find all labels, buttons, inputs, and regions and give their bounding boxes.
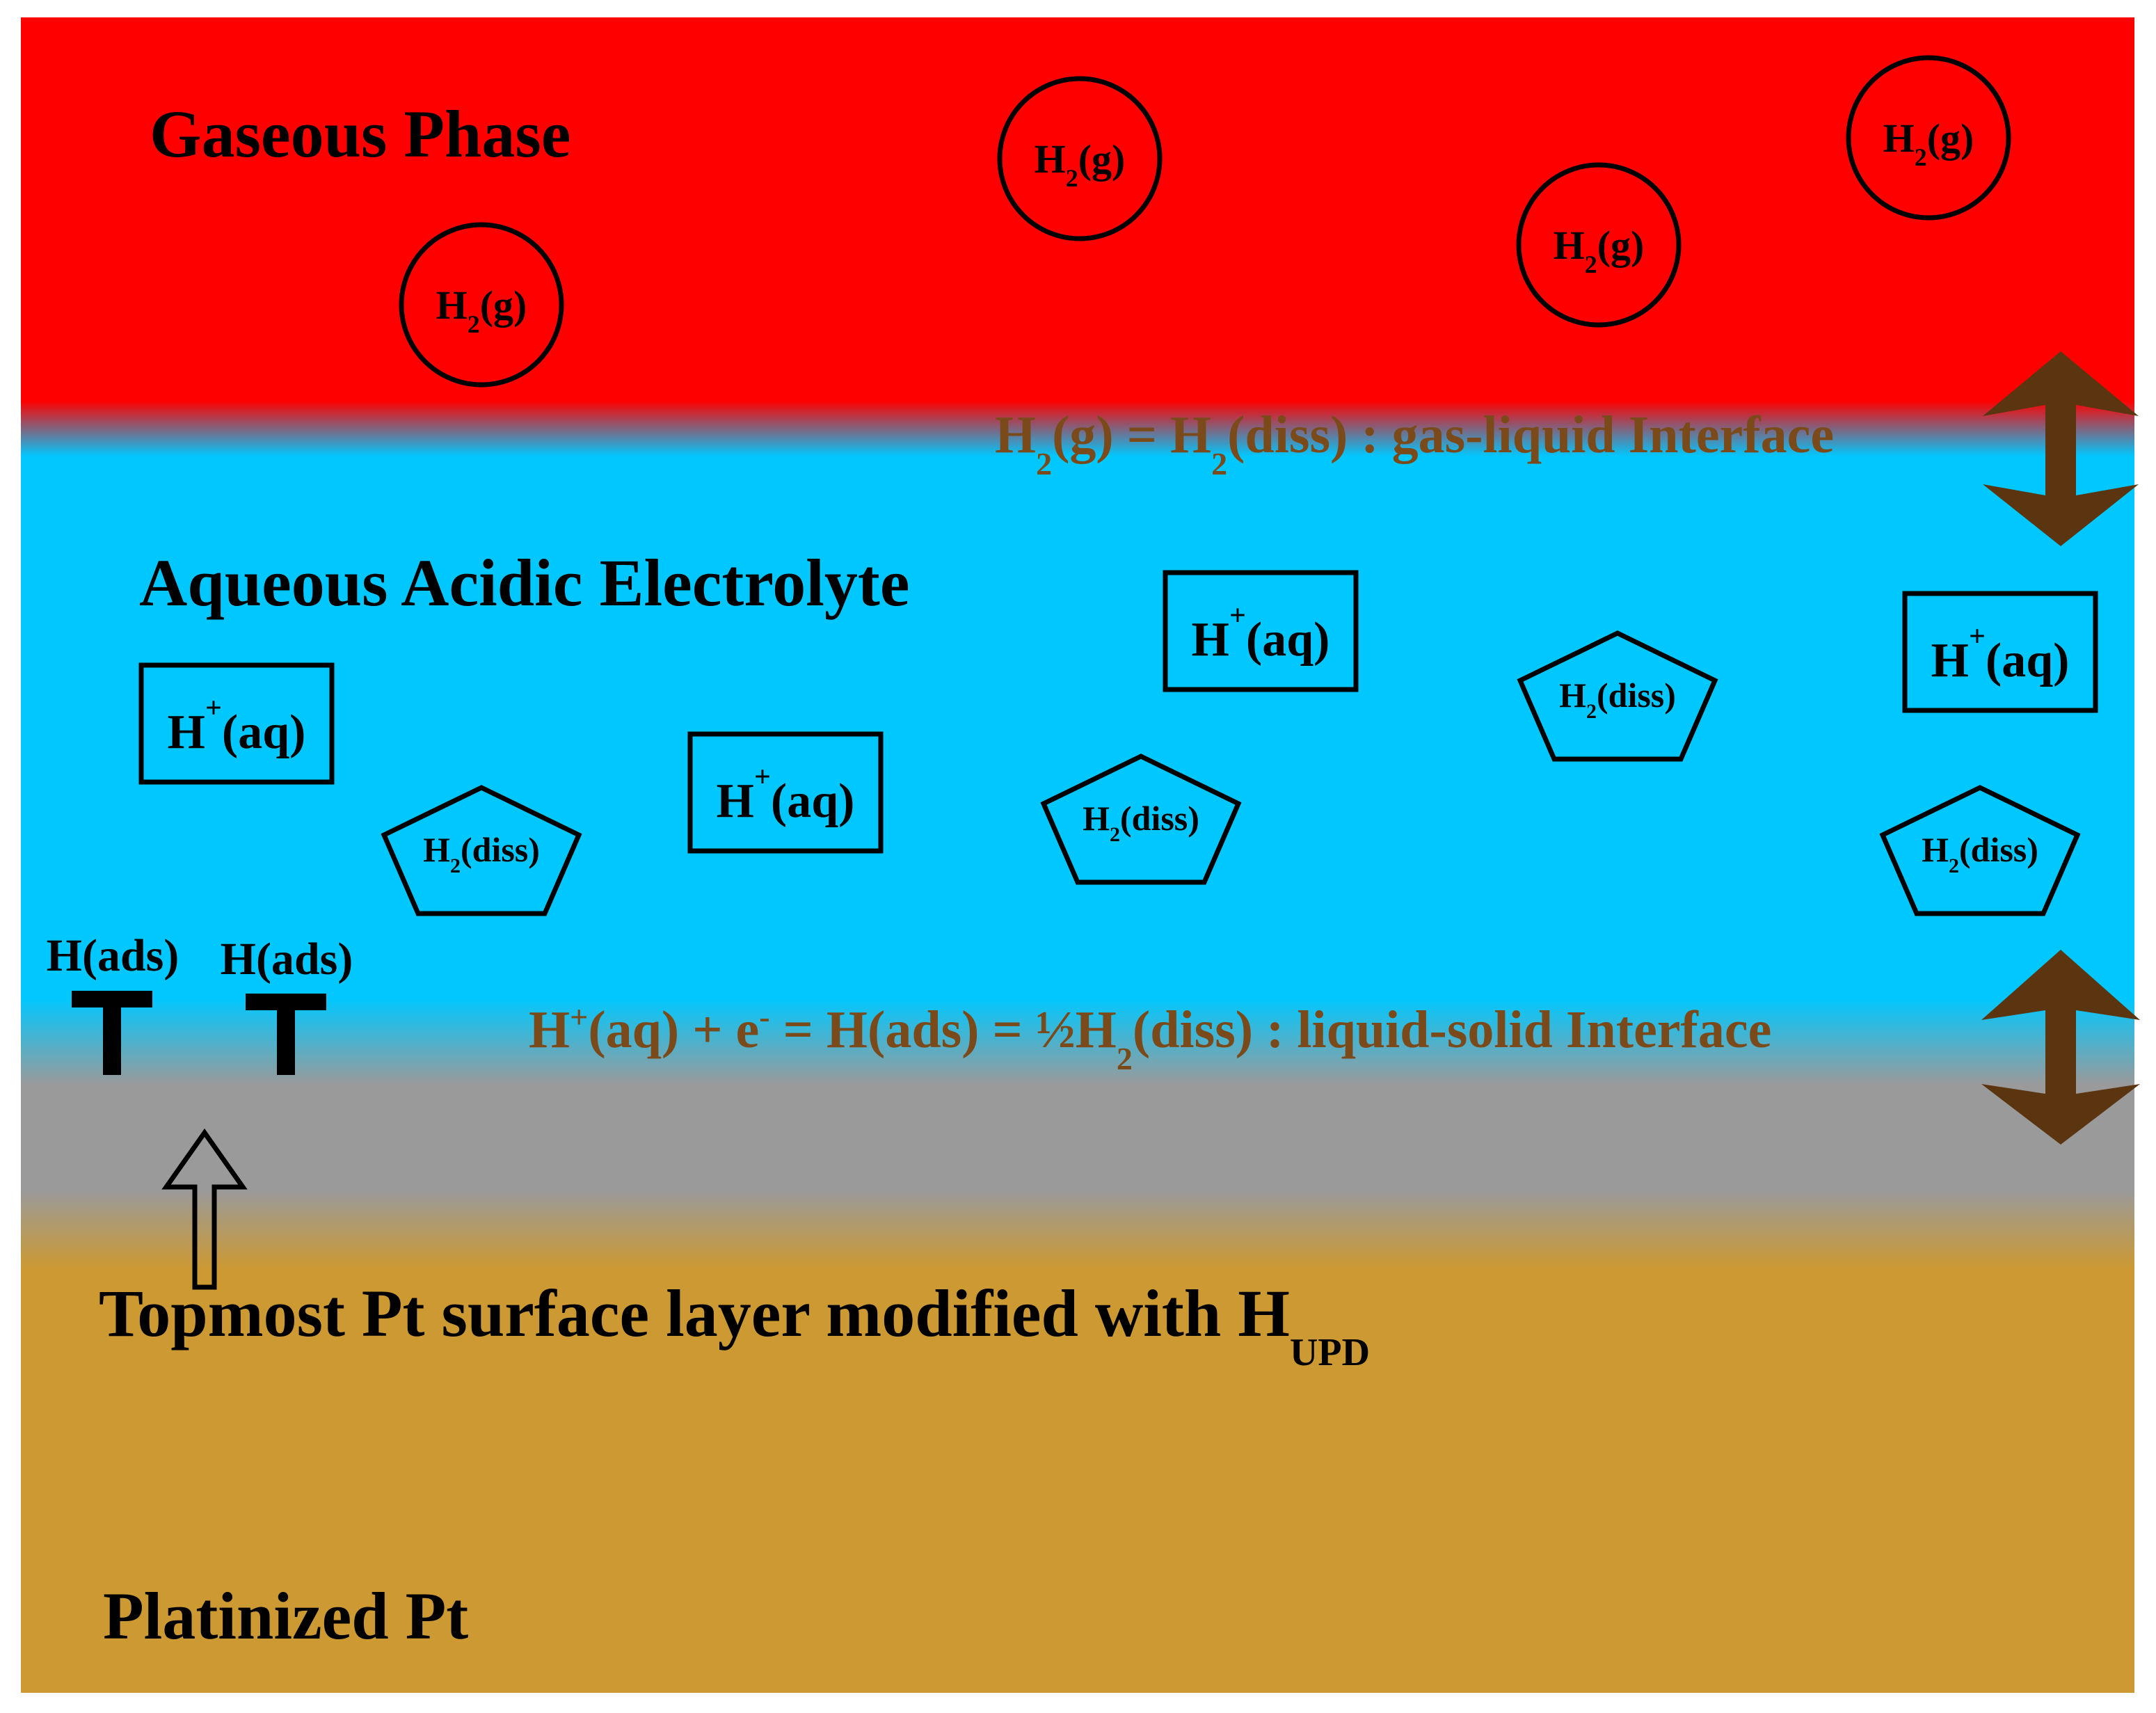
gas-molecule: H2(g) [1516,162,1682,328]
electrolyte-label: Aqueous Acidic Electrolyte [139,545,909,620]
svg-text:H2(diss): H2(diss) [1559,676,1676,723]
svg-text:H(ads): H(ads) [221,934,353,985]
dissolved-hydrogen: H2(diss) [1517,630,1718,762]
svg-text:H2(diss): H2(diss) [1083,799,1199,846]
gaseous-phase-label: Gaseous Phase [150,97,570,171]
dissolved-hydrogen: H2(diss) [1879,785,2081,916]
layer-background [21,17,2134,1693]
surface-layer-subscript: UPD [1290,1331,1370,1374]
surface-pointer-arrow [161,1128,248,1290]
svg-text:H+(aq): H+(aq) [717,761,855,828]
svg-text:H+(aq): H+(aq) [1192,600,1330,667]
proton-species: H+(aq) [687,731,884,854]
liquid-solid-interface-equation: H+(aq) + e- = H(ads) = ½H2(diss) : liqui… [529,999,1771,1076]
dissolved-hydrogen: H2(diss) [381,785,582,916]
gas-liquid-interface-arrow [1983,351,2139,546]
gas-molecule: H2(g) [997,76,1163,241]
liquid-solid-interface-arrow [1981,950,2140,1145]
svg-text:H2(diss): H2(diss) [1922,830,2038,877]
surface-layer-label: Topmost Pt surface layer modified with H… [99,1276,1370,1374]
svg-text:H2(diss): H2(diss) [423,830,540,877]
svg-text:H2(g): H2(g) [436,282,527,338]
proton-species: H+(aq) [138,662,335,785]
gas-molecule: H2(g) [1846,55,2011,221]
svg-text:H2(g): H2(g) [1883,115,1974,171]
proton-species: H+(aq) [1902,591,2098,713]
svg-text:H2(g): H2(g) [1035,136,1126,192]
svg-text:H+(aq): H+(aq) [168,692,306,759]
proton-species: H+(aq) [1163,570,1359,692]
dissolved-hydrogen: H2(diss) [1040,754,1242,885]
svg-text:H+(aq): H+(aq) [1931,621,2070,687]
svg-text:H2(g): H2(g) [1554,223,1645,278]
gas-molecule: H2(g) [399,222,564,388]
svg-text:H(ads): H(ads) [47,930,179,981]
platinized-pt-label: Platinized Pt [103,1579,468,1653]
gas-liquid-interface-equation: H2(g) = H2(diss) : gas-liquid Interface [995,406,1834,481]
adsorbed-hydrogen: H(ads) [47,930,179,1075]
adsorbed-hydrogen: H(ads) [221,934,353,1075]
